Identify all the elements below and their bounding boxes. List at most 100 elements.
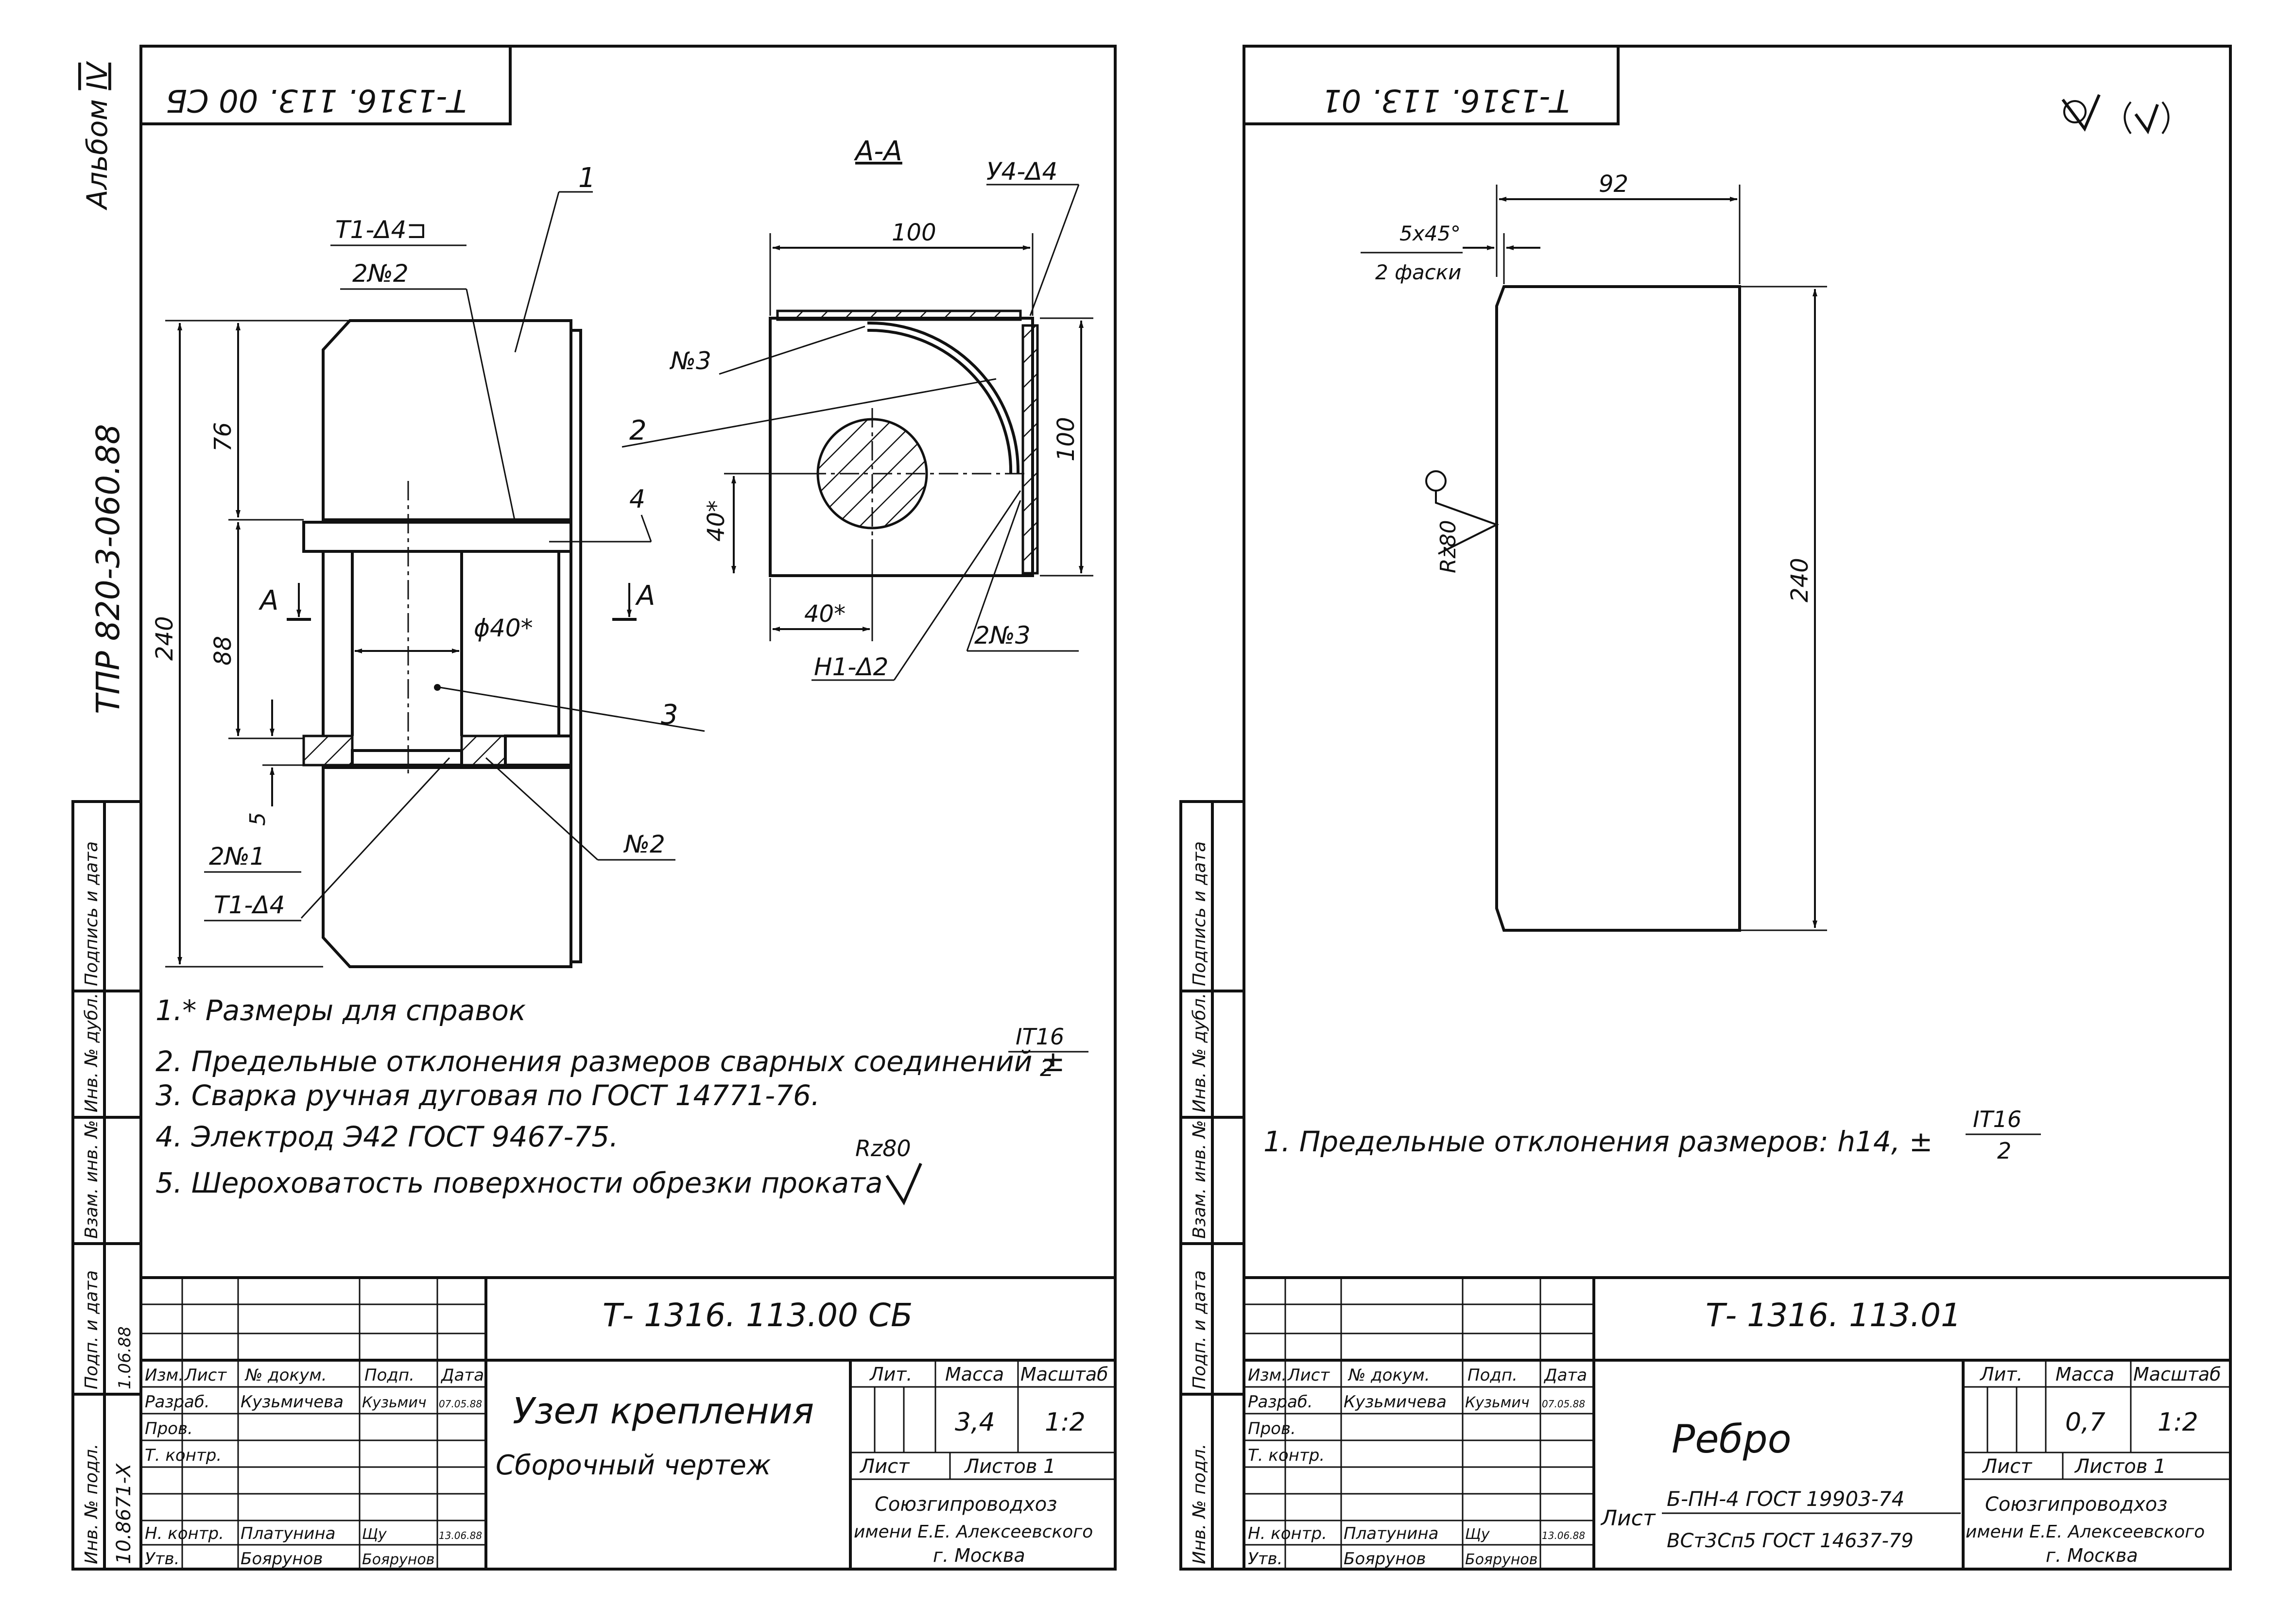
part-3-label: 3 <box>661 699 678 731</box>
tb-left-name-5: Боярунов <box>241 1549 323 1569</box>
weld-2n2: 2№2 <box>352 259 409 288</box>
dim-88: 88 <box>209 636 237 666</box>
tb-right-name-0: Кузьмичева <box>1344 1392 1447 1412</box>
tb-left-scale-label: Масштаб <box>1020 1364 1108 1385</box>
tb-right-sheet: Лист <box>1982 1455 2033 1478</box>
corner-code-left: Т-1316. 113. 00 СБ <box>166 82 466 118</box>
tb-left-sign-4: Щу <box>362 1526 387 1543</box>
tb-right-title: Ребро <box>1672 1417 1792 1462</box>
weld-t1: Т1-Δ4 <box>214 891 285 919</box>
tb-right-date-4: 13.06.88 <box>1542 1530 1585 1541</box>
dim-5: 5 <box>245 812 270 826</box>
tb-left-sheet: Лист <box>859 1455 910 1478</box>
side-vzam-inv-r: Взам. инв. № <box>1190 1120 1209 1239</box>
part-1-label: 1 <box>578 162 596 194</box>
tb-left-hdr-podp: Подп. <box>364 1366 414 1385</box>
note-3: 3. Сварка ручная дуговая по ГОСТ 14771-7… <box>155 1079 820 1112</box>
tb-right-role-1: Пров. <box>1248 1419 1296 1438</box>
title-block-right: Изм. Лист № докум. Подп. Дата Разраб. Ку… <box>1244 1276 2230 1569</box>
tb-left-role-0: Разраб. <box>145 1392 210 1412</box>
dim-76: 76 <box>209 422 237 452</box>
tb-left-scale: 1:2 <box>1045 1408 1086 1437</box>
tb-right-role-4: Н. контр. <box>1248 1524 1327 1543</box>
tb-right-sheets: Листов 1 <box>2074 1455 2166 1478</box>
tb-right-name-5: Боярунов <box>1344 1549 1426 1569</box>
note-5: 5. Шероховатость поверхности обрезки про… <box>155 1166 882 1199</box>
tb-right-name-4: Платунина <box>1344 1524 1438 1543</box>
tb-right-hdr-list: Лист <box>1287 1366 1330 1385</box>
dim-100-h: 100 <box>892 219 936 246</box>
section-label: А-А <box>854 136 902 167</box>
dim-40-v: 40* <box>703 500 730 542</box>
tb-right-scale-label: Масштаб <box>2133 1364 2221 1385</box>
tb-right-scale: 1:2 <box>2158 1408 2198 1437</box>
sheet-assembly: Альбом IV ТПР 820-3-060.88 Подпись и дат… <box>71 45 1117 1571</box>
corner-code-right: Т-1316. 113. 01 <box>1322 82 1570 118</box>
tb-right-date-0: 07.05.88 <box>1542 1398 1585 1410</box>
roughness-left: Rz80 <box>855 1135 911 1162</box>
weld-n2: №2 <box>623 830 665 858</box>
side-podp-data: Подп. и дата <box>82 1270 102 1389</box>
tb-right-material-bottom: ВСт3Сп5 ГОСТ 14637-79 <box>1667 1530 1914 1552</box>
dim-240-left: 240 <box>151 616 178 661</box>
tb-right-role-2: Т. контр. <box>1248 1446 1325 1465</box>
weld-2n3: 2№3 <box>974 621 1031 649</box>
tb-left-title: Узел крепления <box>513 1390 814 1432</box>
tb-right-role-5: Утв. <box>1248 1549 1282 1569</box>
dim-40-h: 40* <box>804 600 846 628</box>
tb-right-org-2: имени Е.Е. Алексеевского <box>1966 1522 2205 1542</box>
rib-view: 92 5х45° 2 фаски 240 Rz80 <box>1361 171 1827 932</box>
tb-left-sheets: Листов 1 <box>964 1455 1056 1478</box>
side-podp-data-r: Подп. и дата <box>1190 1270 1209 1389</box>
weld-h1: Н1-Δ2 <box>814 653 888 681</box>
tb-left-sign-5: Боярунов <box>362 1551 434 1568</box>
rib-tolerance-num: IT16 <box>1973 1106 2021 1132</box>
dim-phi40: ϕ40* <box>474 614 533 642</box>
tb-right-hdr-doc: № докум. <box>1347 1366 1430 1385</box>
weld-t1-top: Т1-Δ4⊐ <box>335 216 427 244</box>
rib-note: 1. Предельные отклонения размеров: h14, … <box>1263 1125 1933 1158</box>
tb-left-role-1: Пров. <box>145 1419 193 1438</box>
title-block-left: Изм. Лист № докум. Подп. Дата Разраб. Ку… <box>141 1276 1115 1569</box>
frame-right <box>1243 45 2232 1571</box>
sheet-rib: Подпись и дата Инв. № дубл. Взам. инв. №… <box>1179 45 2232 1571</box>
tb-left-mass: 3,4 <box>955 1408 995 1437</box>
tb-right-org-1: Союзгипроводхоз <box>1985 1493 2168 1516</box>
rib-tolerance-den: 2 <box>1997 1138 2011 1164</box>
tb-left-role-2: Т. контр. <box>145 1446 222 1465</box>
note-2: 2. Предельные отклонения размеров сварны… <box>155 1045 1065 1078</box>
tb-right-sign-0: Кузьмич <box>1465 1394 1530 1411</box>
tb-right-lit: Лит. <box>1979 1364 2023 1385</box>
cut-a-left: А <box>259 585 278 616</box>
tb-left-date-4: 13.06.88 <box>439 1530 482 1541</box>
cut-a-right: А <box>635 580 655 612</box>
note-4: 4. Электрод Э42 ГОСТ 9467-75. <box>155 1120 619 1153</box>
general-roughness-icon <box>2061 94 2170 135</box>
chamfer-2: 2 фаски <box>1375 260 1461 284</box>
tb-right-hdr-date: Дата <box>1543 1366 1587 1385</box>
tb-right-hdr-izm: Изм. <box>1248 1366 1287 1385</box>
tb-left-hdr-doc: № докум. <box>244 1366 327 1385</box>
tb-left-hdr-list: Лист <box>184 1366 227 1385</box>
side-stamp-left: Подпись и дата Инв. № дубл. Взам. инв. №… <box>71 800 142 1571</box>
front-view: А А ϕ40* 240 76 88 5 1 Т <box>151 162 705 968</box>
roughness-rib: Rz80 <box>1436 520 1461 573</box>
tb-left-hdr-izm: Изм. <box>145 1366 184 1385</box>
tb-right-material-label: Лист <box>1600 1506 1656 1531</box>
tb-right-sign-5: Боярунов <box>1465 1551 1537 1568</box>
tb-right-role-0: Разраб. <box>1248 1392 1313 1412</box>
tb-right-code: Т- 1316. 113.01 <box>1706 1297 1961 1334</box>
tb-left-code: Т- 1316. 113.00 СБ <box>603 1297 913 1334</box>
weld-n3: №3 <box>669 347 711 375</box>
side-inv-podl-value: 10.8671-Х <box>113 1463 135 1564</box>
side-inv-podl-r: Инв. № подл. <box>1190 1444 1209 1564</box>
weld-2n1: 2№1 <box>209 842 265 871</box>
tolerance-den-left: 2 <box>1040 1055 1054 1081</box>
side-vzam-inv: Взам. инв. № <box>82 1120 102 1239</box>
tb-left-hdr-date: Дата <box>440 1366 484 1385</box>
roughness-check-icon <box>885 1162 922 1206</box>
side-inv-dubl: Инв. № дубл. <box>82 993 102 1112</box>
part-2-label: 2 <box>629 415 647 446</box>
tb-right-material-top: Б-ПН-4 ГОСТ 19903-74 <box>1667 1487 1904 1511</box>
dim-92: 92 <box>1599 171 1628 198</box>
